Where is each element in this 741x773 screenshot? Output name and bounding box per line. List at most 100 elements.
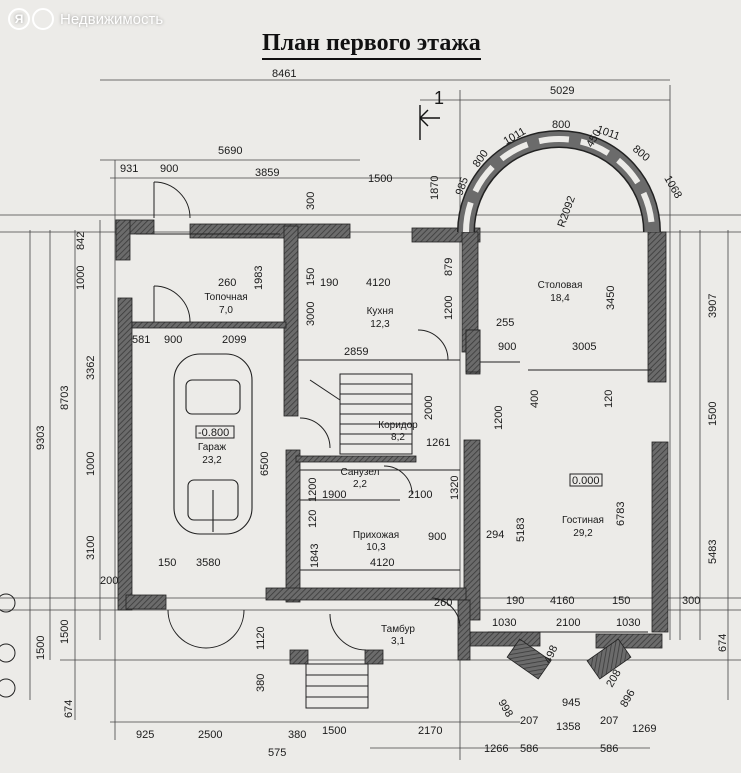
dim-label: 5690 — [218, 145, 242, 157]
dim-label: 1870 — [429, 176, 441, 200]
dim-label: 150 — [158, 557, 176, 569]
dim-label: 879 — [443, 258, 455, 276]
dim-label: 842 — [75, 232, 87, 250]
dim-label: 1200 — [443, 296, 455, 320]
dim-label: 150 — [612, 595, 630, 607]
dim-label: 1500 — [322, 725, 346, 737]
room-area-gostinaya: 29,2 — [573, 528, 593, 539]
dim-label: 300 — [682, 595, 700, 607]
room-area-stolovaya: 18,4 — [550, 293, 570, 304]
dim-label: 945 — [562, 697, 580, 709]
radius-label: R2092 — [556, 194, 578, 229]
dim-label: 900 — [164, 334, 182, 346]
dim-label: 1261 — [426, 437, 450, 449]
dim-label: 900 — [160, 163, 178, 175]
dim-label: 1200 — [493, 406, 505, 430]
dim-label: 294 — [486, 529, 504, 541]
dim-label: 581 — [132, 334, 150, 346]
dim-label: 1068 — [661, 174, 684, 201]
dim-label: 2500 — [198, 729, 222, 741]
dim-label: 1269 — [632, 723, 656, 735]
dim-label: 985 — [454, 176, 472, 197]
room-name-tambur: Тамбур — [381, 623, 415, 635]
dim-label: 380 — [255, 674, 267, 692]
dim-label: 674 — [717, 634, 729, 652]
dim-label: 260 — [218, 277, 236, 289]
room-area-sanuzel: 2,2 — [353, 479, 367, 490]
dim-label: 800 — [552, 119, 570, 131]
dim-label: 674 — [63, 700, 75, 718]
dim-label: 1900 — [322, 489, 346, 501]
dim-label: 925 — [136, 729, 154, 741]
dim-label: 1500 — [35, 636, 47, 660]
dim-label: 3859 — [255, 167, 279, 179]
dim-label: 1500 — [707, 402, 719, 426]
dim-label: 380 — [288, 729, 306, 741]
dim-label: 1000 — [75, 266, 87, 290]
watermark: Я Недвижимость — [8, 8, 163, 30]
dim-label: 900 — [428, 531, 446, 543]
logo-ring-icon — [32, 8, 54, 30]
level-garage: -0.800 — [198, 427, 229, 439]
room-name-sanuzel: Санузел — [341, 467, 380, 478]
dim-label: 3100 — [85, 536, 97, 560]
watermark-text: Недвижимость — [60, 10, 164, 28]
room-name-stolovaya: Столовая — [538, 280, 583, 291]
dim-label: 900 — [498, 341, 516, 353]
dim-label: 207 — [600, 715, 618, 727]
dim-label: 3450 — [605, 286, 617, 310]
dim-label: 120 — [603, 390, 615, 408]
dim-label: 1200 — [307, 478, 319, 502]
dim-label: 3000 — [305, 302, 317, 326]
dim-label: 1266 — [484, 743, 508, 755]
room-area-topochnaya: 7,0 — [219, 305, 233, 316]
room-name-prihozhaya: Прихожая — [353, 530, 399, 541]
dim-label: 4120 — [370, 557, 394, 569]
dim-label: 190 — [506, 595, 524, 607]
section-marker-label: 1 — [434, 88, 444, 108]
level-living: 0.000 — [572, 475, 600, 487]
dim-label: 3580 — [196, 557, 220, 569]
dim-label: 586 — [520, 743, 538, 755]
dim-label: 575 — [268, 747, 286, 759]
room-name-garazh: Гараж — [198, 442, 227, 453]
dim-label: 998 — [495, 698, 515, 720]
dim-label: 2100 — [408, 489, 432, 501]
dim-label: 300 — [305, 192, 317, 210]
dim-label: 400 — [529, 390, 541, 408]
dim-label: 2099 — [222, 334, 246, 346]
dim-label: 1030 — [492, 617, 516, 629]
dim-label: 586 — [600, 743, 618, 755]
dim-label: 896 — [618, 688, 638, 710]
dim-label: 498 — [542, 644, 561, 666]
dim-label: 3907 — [707, 294, 719, 318]
dim-label: 4160 — [550, 595, 574, 607]
dim-label: 1000 — [85, 452, 97, 476]
dim-label: 9303 — [35, 426, 47, 450]
plan-title: План первого этажа — [262, 30, 481, 60]
dim-label: 190 — [320, 277, 338, 289]
dim-label: 150 — [305, 268, 317, 286]
dim-label: 6783 — [615, 502, 627, 526]
dim-label: 1500 — [368, 173, 392, 185]
room-name-kuhnya: Кухня — [367, 306, 394, 317]
logo-icon: Я — [8, 8, 30, 30]
dim-label: 2000 — [423, 396, 435, 420]
dim-label: 1843 — [309, 544, 321, 568]
room-name-topochnaya: Топочная — [204, 292, 247, 303]
dim-label: 1500 — [59, 620, 71, 644]
dim-label: 120 — [307, 510, 319, 528]
room-area-garazh: 23,2 — [202, 455, 222, 466]
dim-label: 3362 — [85, 356, 97, 380]
dim-label: 5029 — [550, 85, 574, 97]
dim-label: 5183 — [515, 518, 527, 542]
room-area-prihozhaya: 10,3 — [366, 542, 386, 553]
dim-label: 1320 — [449, 476, 461, 500]
dim-label: 3005 — [572, 341, 596, 353]
room-area-koridor: 8,2 — [391, 432, 405, 443]
dim-label: 931 — [120, 163, 138, 175]
dim-label: 1983 — [253, 266, 265, 290]
dim-label: 207 — [520, 715, 538, 727]
